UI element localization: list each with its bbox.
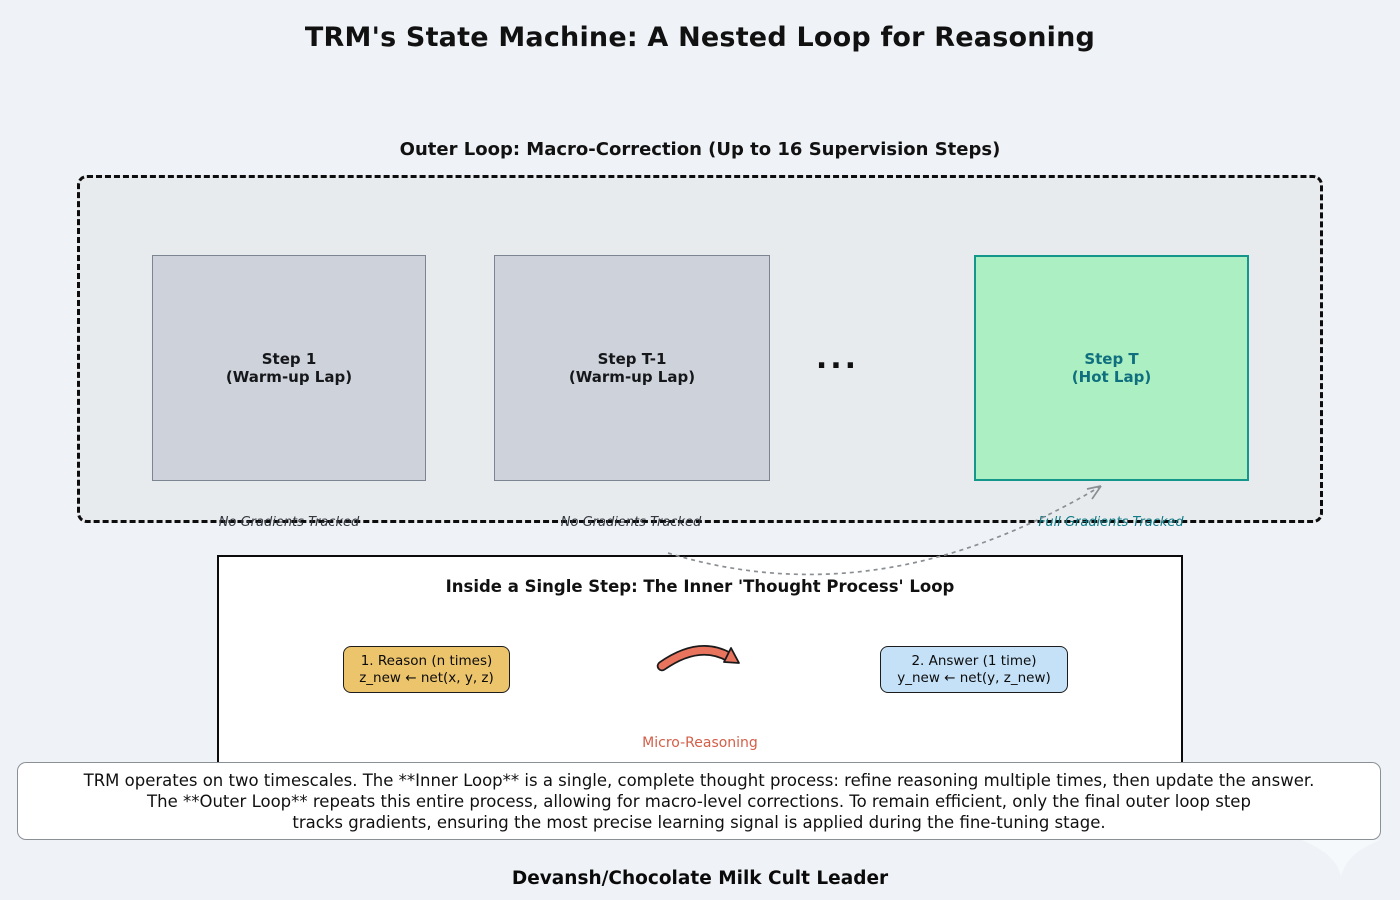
reason-box-line1: 1. Reason (n times) [360,652,493,669]
page-title: TRM's State Machine: A Nested Loop for R… [304,22,1096,53]
steps-ellipsis: ... [815,341,860,376]
outer-loop-label: Outer Loop: Macro-Correction (Up to 16 S… [399,139,1001,160]
step-1-box: Step 1 (Warm-up Lap) [152,255,426,481]
step-1-subtitle: (Warm-up Lap) [225,368,353,386]
step-t-title: Step T [1084,350,1139,368]
step-t-minus-1-box: Step T-1 (Warm-up Lap) [494,255,770,481]
answer-box-line2: y_new ← net(y, z_new) [897,669,1051,686]
step-t-subtitle: (Hot Lap) [1071,368,1152,386]
step-1-title: Step 1 [261,350,317,368]
step-1-gradient-caption: No Gradients Tracked [218,515,360,530]
reason-box-line2: z_new ← net(x, y, z) [359,669,494,686]
answer-box-line1: 2. Answer (1 time) [911,652,1037,669]
micro-reasoning-label: Micro-Reasoning [642,735,758,751]
reason-box: 1. Reason (n times) z_new ← net(x, y, z) [343,646,510,693]
explanation-tooltip: TRM operates on two timescales. The **In… [17,762,1381,840]
step-t-box: Step T (Hot Lap) [974,255,1249,481]
step-t-minus-1-subtitle: (Warm-up Lap) [568,368,696,386]
step-t-minus-1-title: Step T-1 [597,350,667,368]
tooltip-line3: tracks gradients, ensuring the most prec… [292,812,1106,832]
inner-loop-title: Inside a Single Step: The Inner 'Thought… [445,577,955,596]
step-t-minus-1-gradient-caption: No Gradients Tracked [560,515,702,530]
tooltip-line2: The **Outer Loop** repeats this entire p… [147,791,1251,811]
author-caption: Devansh/Chocolate Milk Cult Leader [511,868,889,889]
step-t-gradient-caption: Full Gradients Tracked [1038,515,1184,530]
tooltip-line1: TRM operates on two timescales. The **In… [83,770,1315,790]
answer-box: 2. Answer (1 time) y_new ← net(y, z_new) [880,646,1068,693]
